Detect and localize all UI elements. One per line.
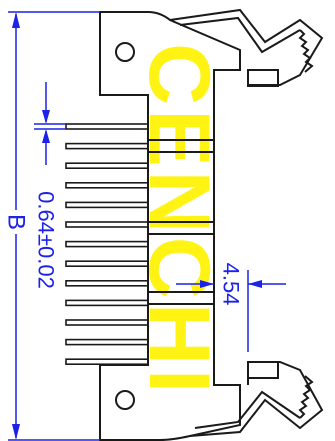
mounting-hole-top xyxy=(115,42,135,62)
dim-b-label-bg xyxy=(6,210,26,234)
latch-top xyxy=(169,8,324,87)
pin-10 xyxy=(65,299,149,307)
pin-13 xyxy=(65,358,149,366)
latch-bottom-block xyxy=(247,361,279,379)
dim-ph-arrow-left xyxy=(200,280,214,288)
dim-b-arrow-top xyxy=(12,12,20,28)
mounting-hole-bottom xyxy=(115,390,135,410)
connector-body xyxy=(99,11,241,441)
latch-top-inner xyxy=(179,16,301,54)
dim-b-label: B xyxy=(3,214,30,230)
latch-top-block xyxy=(247,69,279,87)
dim-ph-arrow-right xyxy=(248,280,262,288)
latch-bottom-inner xyxy=(194,390,301,429)
dimension-pin-width xyxy=(34,82,66,165)
pin-9 xyxy=(65,279,149,287)
pin-2 xyxy=(65,142,149,150)
dim-b-arrow-bottom xyxy=(12,424,20,440)
dim-pw-label: 0.64±0.02 xyxy=(34,191,59,289)
latch-bottom xyxy=(189,361,324,437)
pin-8 xyxy=(65,260,149,268)
pin-row xyxy=(65,123,149,366)
dim-ph-label: 4.54 xyxy=(219,263,244,306)
pin-4 xyxy=(65,182,149,189)
pin-3 xyxy=(65,162,149,169)
dim-pw-arrow-bottom xyxy=(42,129,50,143)
housing-outline xyxy=(99,11,241,441)
pin-11 xyxy=(65,319,149,326)
pin-7 xyxy=(65,240,149,248)
pin-6 xyxy=(65,221,149,228)
latch-bottom-teeth xyxy=(298,375,314,419)
pin-1 xyxy=(65,123,149,130)
dim-pw-arrow-top xyxy=(42,110,50,124)
pin-12 xyxy=(65,338,149,346)
dimension-pin-height xyxy=(176,270,286,352)
latch-top-teeth xyxy=(298,29,314,73)
pin-5 xyxy=(65,201,149,209)
